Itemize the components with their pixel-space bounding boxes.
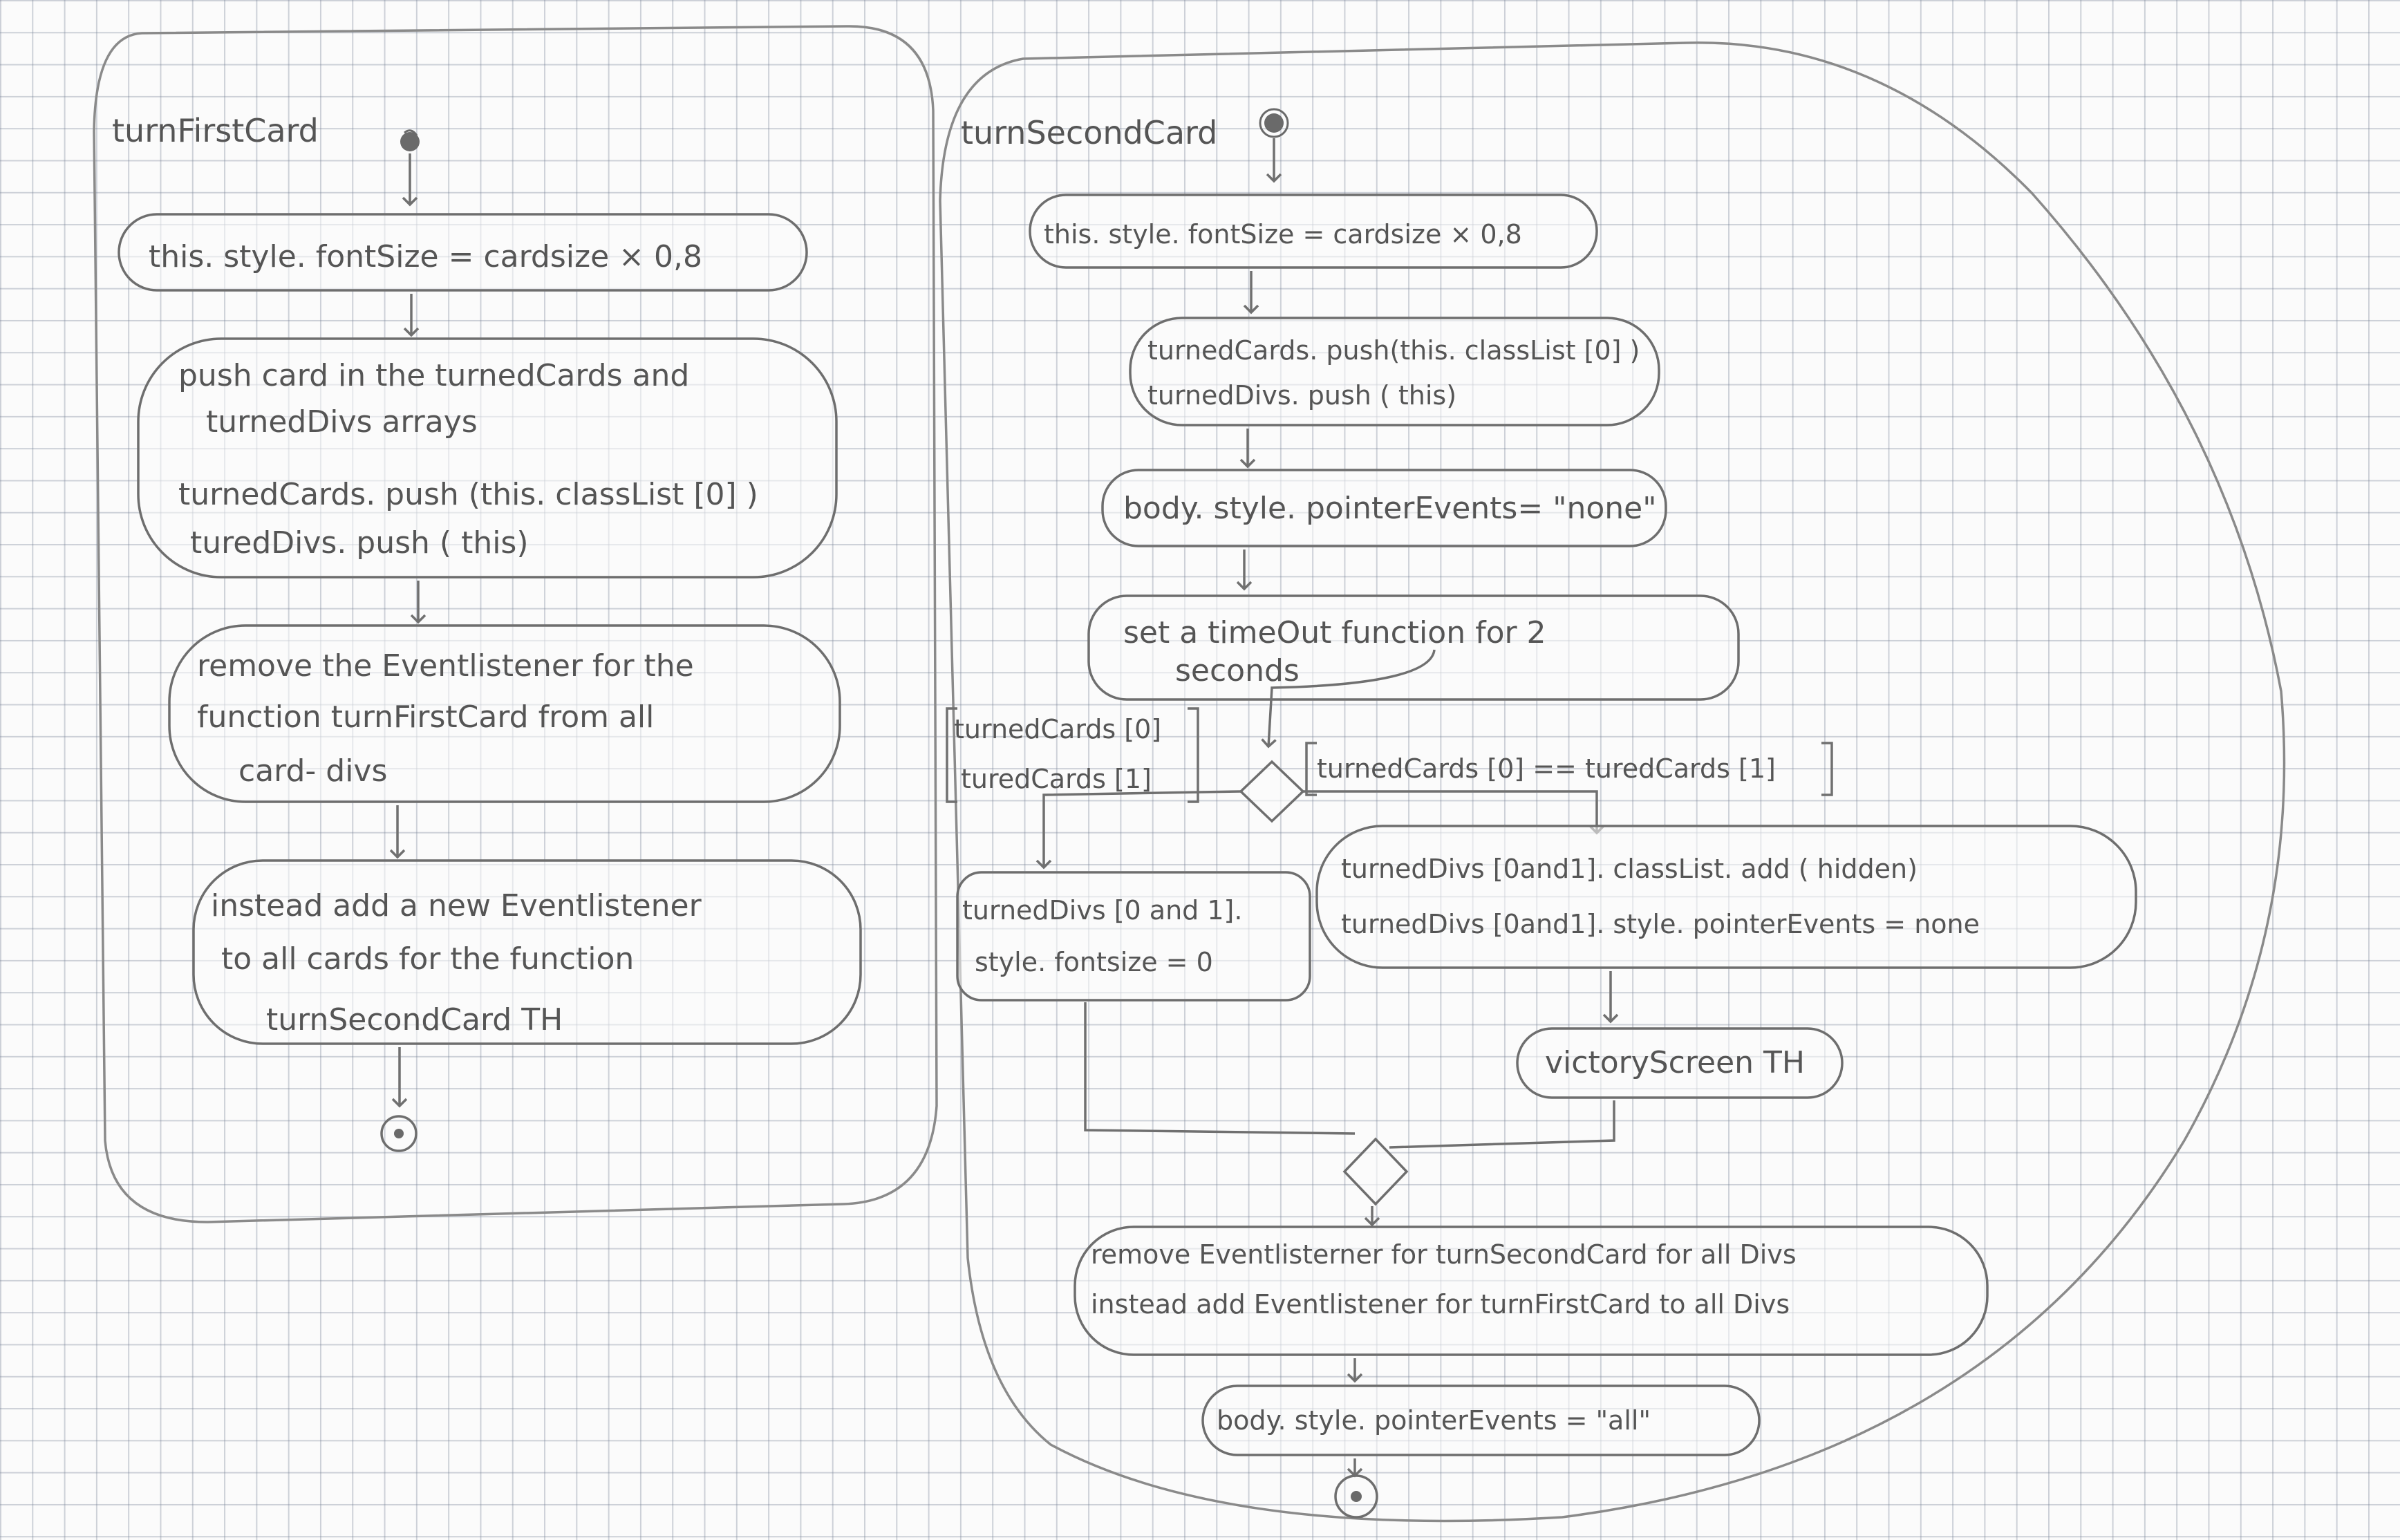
action-set-fontsize-first-label: this. style. fontSize = cardsize × 0,8 [149,239,702,274]
remove-listener-line3: card- divs [238,753,387,789]
remove-listener-line1: remove the Eventlistener for the [197,648,694,684]
action-hide-match [1315,825,2137,969]
hide-mismatch-line1: turnedDivs [0 and 1]. [962,895,1242,926]
remove-listener-line2: function turnFirstCard from all [197,699,654,735]
add-listener-line3: turnSecondCard TH [266,1002,563,1037]
action-hide-mismatch [956,871,1311,1002]
action-victory-screen [1516,1027,1844,1099]
merge-node [1342,1137,1409,1206]
push-card-line2: turnedDivs arrays [206,404,478,440]
reset-listeners-line1: remove Eventlisterner for turnSecondCard… [1091,1239,1797,1270]
guard-left-bracket-close [1188,707,1199,803]
reset-listeners-line2: instead add Eventlistener for turnFirstC… [1091,1289,1790,1320]
action-pointer-none-label: body. style. pointerEvents= "none" [1123,491,1656,526]
push-card-line1: push card in the turnedCards and [178,358,689,393]
initial-node-first [400,129,420,151]
lane-turn-first-card [93,25,938,1223]
add-listener-line2: to all cards for the function [221,941,634,977]
action-set-fontsize-first [118,213,808,292]
guard-left-line1: turnedCards [0] [954,714,1161,744]
action-pointer-none [1101,469,1667,547]
push-second-line1: turnedCards. push(this. classList [0] ) [1147,335,1640,366]
decision-cards-match [1239,760,1305,823]
set-timeout-line2: seconds [1175,653,1300,688]
edge-decision-right [1303,790,1605,835]
final-node-first [380,1115,418,1152]
guard-left-bracket-open [946,707,957,803]
push-card-line4: turedDivs. push ( this) [190,525,529,561]
action-push-card-first [137,337,838,579]
guard-right-label: turnedCards [0] == turedCards [1] [1317,753,1776,784]
lane-turn-second-card [939,41,2286,1523]
guard-right-bracket-close [1821,742,1833,796]
action-pointer-all [1201,1384,1761,1456]
edge-decision-left [1035,790,1241,870]
edge-right-to-merge [1389,1100,1615,1149]
edge-timeout-to-decision [1261,649,1436,749]
hide-match-line1: turnedDivs [0and1]. classList. add ( hid… [1341,854,1918,884]
action-set-timeout [1087,594,1740,701]
action-reset-listeners [1074,1226,1989,1356]
action-push-card-second [1129,317,1660,426]
guard-left-line2: turedCards [1] [961,764,1152,794]
action-remove-listener-first [168,624,841,803]
hide-match-line2: turnedDivs [0and1]. style. pointerEvents… [1341,909,1980,939]
lane-title-first: turnFirstCard [112,112,319,149]
lane-title-second: turnSecondCard [961,114,1217,151]
action-set-fontsize-second [1029,194,1598,269]
final-node-second [1334,1474,1378,1519]
push-second-line2: turnedDivs. push ( this) [1147,380,1456,411]
edge-left-to-merge [1084,1002,1356,1135]
push-card-line3: turnedCards. push (this. classList [0] ) [178,477,758,512]
action-set-fontsize-second-label: this. style. fontSize = cardsize × 0,8 [1044,219,1522,250]
hide-mismatch-line2: style. fontsize = 0 [975,947,1213,977]
action-add-listener-first [192,859,862,1045]
victory-screen-label: victoryScreen TH [1545,1045,1805,1080]
pointer-all-label: body. style. pointerEvents = "all" [1217,1405,1651,1436]
guard-right-bracket-open [1305,742,1317,796]
add-listener-line1: instead add a new Eventlistener [211,888,702,923]
set-timeout-line1: set a timeOut function for 2 [1123,615,1546,650]
initial-node-second [1259,108,1289,138]
